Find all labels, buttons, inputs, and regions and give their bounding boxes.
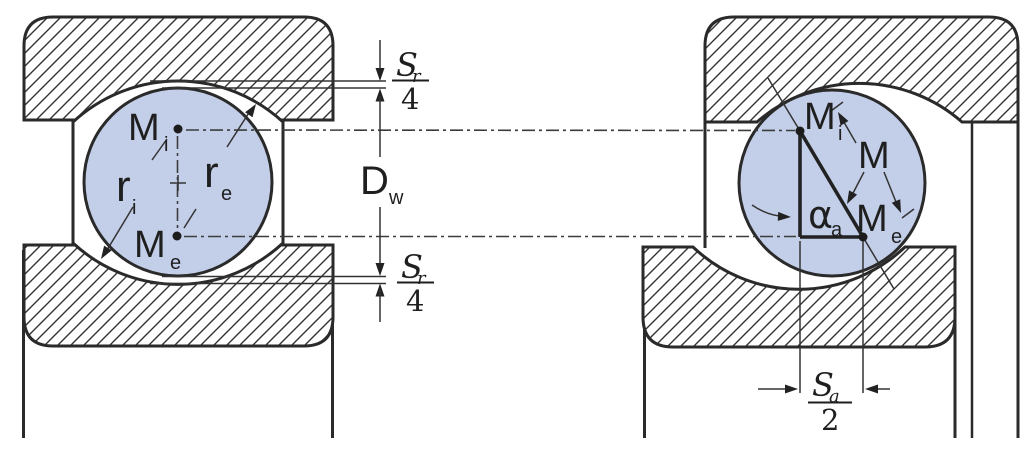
label-ri: r — [116, 162, 131, 211]
point-me-left — [172, 231, 182, 241]
point-mi-left — [173, 124, 183, 134]
label-mi-left-sub: i — [164, 134, 168, 156]
label-alpha-sub: a — [831, 219, 843, 241]
label-re-sub: e — [221, 183, 232, 205]
m-dimension — [830, 101, 915, 219]
label-sa2: S a 2 — [808, 366, 852, 437]
point-mi-right — [795, 126, 805, 136]
upper-center-line — [185, 129, 796, 132]
svg-text:4: 4 — [401, 82, 419, 116]
label-alpha: α — [808, 193, 833, 237]
label-mi-right-sub: i — [838, 123, 842, 145]
svg-text:r: r — [417, 268, 427, 289]
label-dw: D — [360, 159, 389, 203]
re-leader-arrow — [183, 104, 256, 229]
svg-text:2: 2 — [821, 403, 839, 437]
ball-center-cross — [170, 175, 186, 191]
svg-text:r: r — [412, 66, 422, 87]
point-me-right — [858, 232, 868, 242]
label-re: r — [204, 148, 219, 197]
label-me-left-sub: e — [170, 252, 181, 274]
label-me-right-sub: e — [891, 226, 902, 248]
left-annotations: M i M e r i r e D w S r 4 S r 4 — [101, 40, 434, 322]
label-sr4-bottom: S r 4 — [397, 248, 434, 318]
center-lines — [176, 129, 796, 238]
label-me-right: M — [856, 198, 888, 240]
label-me-left: M — [134, 224, 166, 266]
label-ri-sub: i — [132, 197, 136, 219]
label-dw-sub: w — [388, 187, 404, 209]
label-m-distance: M — [858, 135, 890, 177]
svg-text:S: S — [812, 366, 834, 404]
right-annotations: M i M M e α a S a 2 — [751, 77, 915, 437]
contact-angle-arrow — [751, 204, 791, 221]
axial-dimension — [758, 241, 890, 394]
svg-text:S: S — [401, 248, 423, 286]
svg-text:a: a — [829, 386, 840, 407]
label-mi-right: M — [804, 96, 836, 138]
label-sr4-top: S r 4 — [392, 46, 429, 116]
ri-leader-arrow — [101, 138, 168, 259]
svg-text:4: 4 — [406, 284, 424, 318]
radial-dimension-lines — [375, 40, 385, 322]
left-outer-ring — [22, 15, 335, 126]
contact-triangle — [767, 77, 895, 290]
right-inner-ring — [641, 245, 957, 349]
label-mi-left: M — [128, 107, 160, 149]
svg-text:S: S — [396, 46, 418, 84]
